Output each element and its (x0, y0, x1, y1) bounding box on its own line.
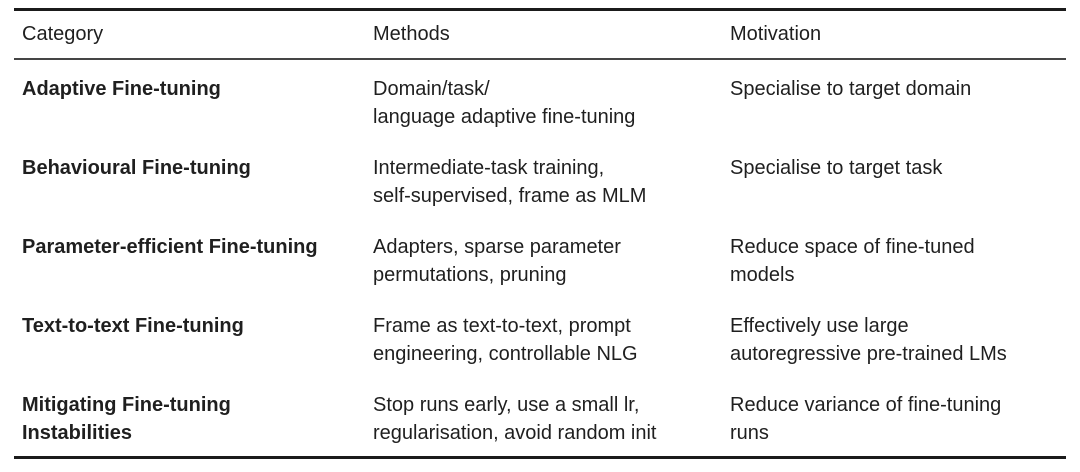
column-header-motivation: Motivation (730, 23, 822, 45)
table-row: Adaptive Fine-tuning Domain/task/ langua… (14, 75, 1066, 154)
methods-cell: Adapters, sparse parameter permutations,… (373, 236, 621, 286)
category-cell: Text-to-text Fine-tuning (22, 315, 244, 337)
header-separator-rule (14, 58, 1066, 60)
methods-cell: Stop runs early, use a small lr, regular… (373, 394, 657, 444)
table-header-row: Category Methods Motivation (14, 11, 1066, 58)
methods-cell: Frame as text-to-text, prompt engineerin… (373, 315, 638, 365)
column-header-methods: Methods (373, 23, 450, 45)
category-cell: Behavioural Fine-tuning (22, 157, 251, 179)
methods-cell: Domain/task/ language adaptive fine-tuni… (373, 78, 636, 128)
category-cell: Mitigating Fine-tuning Instabilities (22, 394, 231, 444)
methods-cell: Intermediate-task training, self-supervi… (373, 157, 647, 207)
bottom-rule (14, 456, 1066, 459)
column-header-category: Category (22, 23, 104, 45)
category-cell: Parameter-efficient Fine-tuning (22, 236, 318, 258)
motivation-cell: Reduce variance of fine-tuning runs (730, 394, 1002, 444)
motivation-cell: Effectively use large autoregressive pre… (730, 315, 1007, 365)
table-row: Text-to-text Fine-tuning Frame as text-t… (14, 312, 1066, 391)
fine-tuning-taxonomy-table: Category Methods Motivation Adaptive Fin… (14, 8, 1066, 459)
table-row: Behavioural Fine-tuning Intermediate-tas… (14, 154, 1066, 233)
motivation-cell: Reduce space of fine-tuned models (730, 236, 975, 286)
top-rule (14, 8, 1066, 11)
category-cell: Adaptive Fine-tuning (22, 78, 221, 100)
motivation-cell: Specialise to target domain (730, 78, 972, 100)
table-row: Mitigating Fine-tuning Instabilities Sto… (14, 391, 1066, 456)
table-row: Parameter-efficient Fine-tuning Adapters… (14, 233, 1066, 312)
motivation-cell: Specialise to target task (730, 157, 943, 179)
table-body: Adaptive Fine-tuning Domain/task/ langua… (14, 60, 1066, 456)
